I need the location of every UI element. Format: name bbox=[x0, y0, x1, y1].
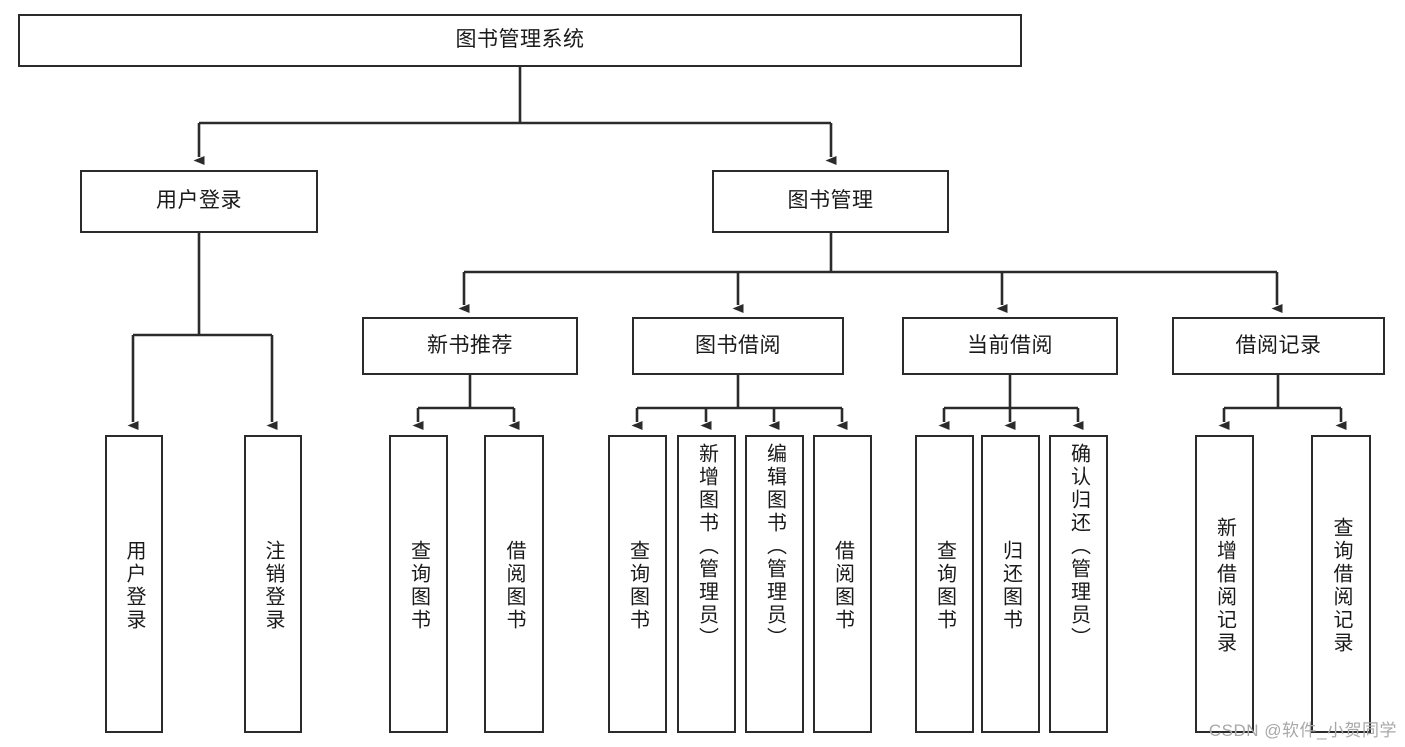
node-current-borrow-label: 当前借阅 bbox=[967, 333, 1053, 357]
leaf-borrow-book-2-label: 借阅图书 bbox=[831, 540, 854, 632]
leaf-query-record[interactable]: 查询借阅记录 bbox=[1311, 435, 1371, 733]
leaf-query-book-2-label: 查询图书 bbox=[626, 540, 649, 632]
node-user-login[interactable]: 用户登录 bbox=[80, 170, 318, 233]
leaf-add-book-label: 新增图书（管理员） bbox=[695, 443, 718, 650]
leaf-query-book-1-label: 查询图书 bbox=[407, 540, 430, 632]
leaf-borrow-book-1-label: 借阅图书 bbox=[503, 540, 525, 632]
node-new-book-recommend[interactable]: 新书推荐 bbox=[362, 317, 578, 375]
leaf-edit-book[interactable]: 编辑图书（管理员） bbox=[745, 435, 804, 733]
csdn-watermark: CSDN @软件_小贺同学 bbox=[1208, 721, 1397, 740]
leaf-user-login-label: 用户登录 bbox=[123, 540, 145, 632]
node-root-label: 图书管理系统 bbox=[455, 28, 585, 52]
leaf-query-book-3[interactable]: 查询图书 bbox=[915, 435, 974, 733]
leaf-add-record-label: 新增借阅记录 bbox=[1213, 517, 1236, 655]
leaf-return-book[interactable]: 归还图书 bbox=[981, 435, 1040, 733]
leaf-add-book[interactable]: 新增图书（管理员） bbox=[677, 435, 736, 733]
node-book-borrow-label: 图书借阅 bbox=[695, 333, 781, 357]
leaf-confirm-return[interactable]: 确认归还（管理员） bbox=[1049, 435, 1108, 733]
leaf-logout-login[interactable]: 注销登录 bbox=[244, 435, 302, 733]
node-borrow-record[interactable]: 借阅记录 bbox=[1172, 317, 1385, 375]
leaf-query-record-label: 查询借阅记录 bbox=[1330, 517, 1352, 655]
node-book-management[interactable]: 图书管理 bbox=[712, 170, 949, 233]
leaf-add-record[interactable]: 新增借阅记录 bbox=[1195, 435, 1254, 733]
leaf-return-book-label: 归还图书 bbox=[999, 540, 1022, 632]
node-book-management-label: 图书管理 bbox=[787, 189, 874, 213]
leaf-logout-login-label: 注销登录 bbox=[262, 540, 284, 632]
node-borrow-record-label: 借阅记录 bbox=[1235, 333, 1322, 357]
node-root[interactable]: 图书管理系统 bbox=[18, 14, 1022, 67]
leaf-user-login[interactable]: 用户登录 bbox=[105, 435, 163, 733]
leaf-confirm-return-label: 确认归还（管理员） bbox=[1067, 443, 1090, 650]
leaf-query-book-1[interactable]: 查询图书 bbox=[389, 435, 448, 733]
node-user-login-label: 用户登录 bbox=[156, 189, 242, 213]
node-book-borrow[interactable]: 图书借阅 bbox=[632, 317, 844, 375]
leaf-borrow-book-1[interactable]: 借阅图书 bbox=[484, 435, 544, 733]
leaf-query-book-3-label: 查询图书 bbox=[933, 540, 956, 632]
leaf-edit-book-label: 编辑图书（管理员） bbox=[763, 443, 786, 650]
node-current-borrow[interactable]: 当前借阅 bbox=[902, 317, 1118, 375]
leaf-borrow-book-2[interactable]: 借阅图书 bbox=[813, 435, 872, 733]
leaf-query-book-2[interactable]: 查询图书 bbox=[608, 435, 667, 733]
node-new-book-recommend-label: 新书推荐 bbox=[427, 333, 513, 357]
